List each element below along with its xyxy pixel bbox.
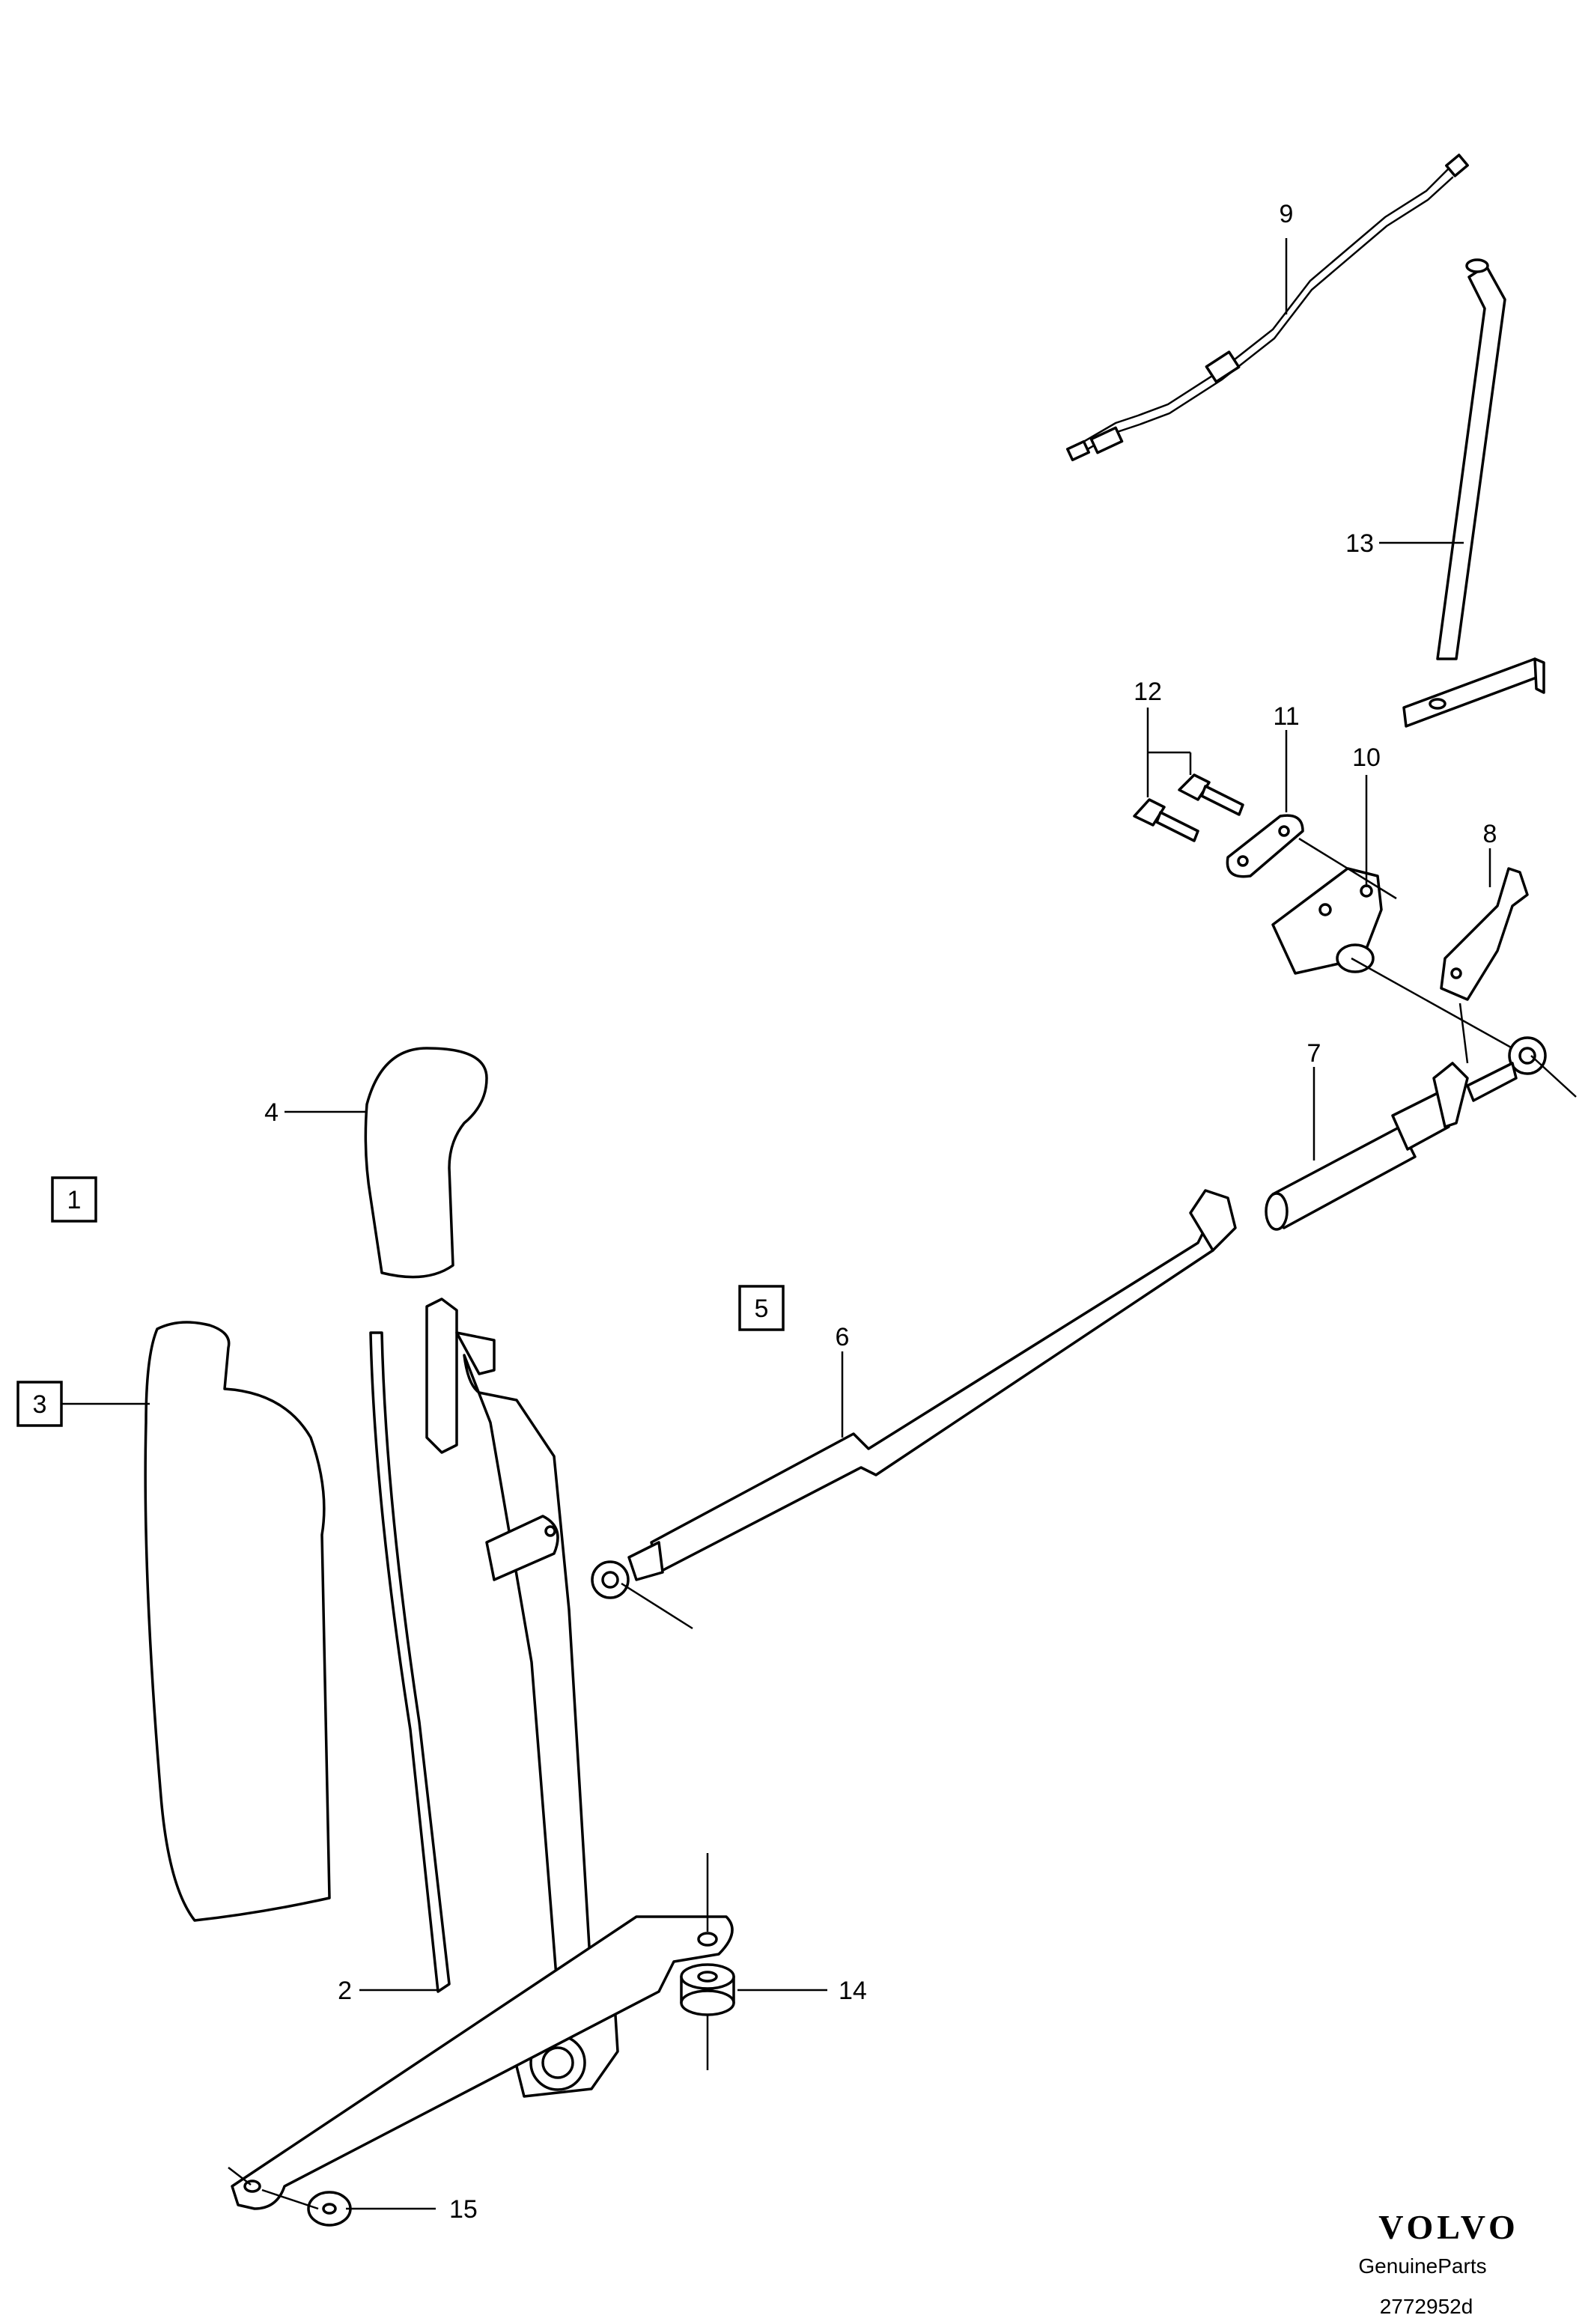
callout-box-1 bbox=[51, 1176, 97, 1223]
callout-10: 10 bbox=[1352, 743, 1381, 772]
part-3-cover bbox=[144, 1321, 331, 1922]
callout-14: 14 bbox=[839, 1977, 867, 2005]
part-10-sleeve bbox=[1271, 867, 1383, 975]
callouts: 9 13 12 11 10 8 7 6 4 2 14 15 1 3 5 bbox=[16, 200, 1497, 2224]
part-7-pin bbox=[1265, 1036, 1547, 1231]
part-15-washer bbox=[307, 2191, 352, 2227]
callout-2: 2 bbox=[338, 1977, 352, 2005]
part-6-rod bbox=[591, 1189, 1237, 1599]
callout-11: 11 bbox=[1273, 702, 1299, 731]
callout-12: 12 bbox=[1134, 678, 1162, 706]
callout-6: 6 bbox=[836, 1323, 850, 1351]
callout-7: 7 bbox=[1307, 1039, 1321, 1068]
part-14-bushing bbox=[680, 1963, 735, 2016]
diagram-number: 2772952d bbox=[1380, 2295, 1473, 2318]
bracket-arm bbox=[231, 1915, 734, 2210]
axis-lines bbox=[228, 751, 1577, 2210]
volvo-logo: VOLVO bbox=[1378, 2208, 1519, 2246]
leader-lines bbox=[60, 238, 1491, 2210]
callout-3: 3 bbox=[33, 1390, 47, 1419]
part-4-knob bbox=[364, 1047, 488, 1279]
callout-4: 4 bbox=[264, 1098, 279, 1127]
part-2-strip bbox=[369, 1331, 451, 1993]
callout-8: 8 bbox=[1483, 820, 1497, 848]
part-12-bolts bbox=[1133, 773, 1244, 842]
callout-13: 13 bbox=[1345, 529, 1374, 558]
callout-box-5 bbox=[738, 1285, 785, 1331]
part-11-plate bbox=[1226, 814, 1304, 878]
brand-subtitle: GenuineParts bbox=[1358, 2254, 1486, 2278]
callout-15: 15 bbox=[449, 2195, 478, 2224]
callout-1: 1 bbox=[67, 1186, 82, 1214]
part-9-cable bbox=[1065, 153, 1469, 462]
callout-box-3 bbox=[16, 1381, 63, 1427]
part-13-lever-rod bbox=[1402, 258, 1545, 728]
callout-5: 5 bbox=[755, 1295, 769, 1323]
callout-9: 9 bbox=[1280, 200, 1294, 228]
part-8-clip bbox=[1440, 867, 1529, 1001]
brand-footer: VOLVO GenuineParts 2772952d bbox=[1358, 2208, 1519, 2318]
